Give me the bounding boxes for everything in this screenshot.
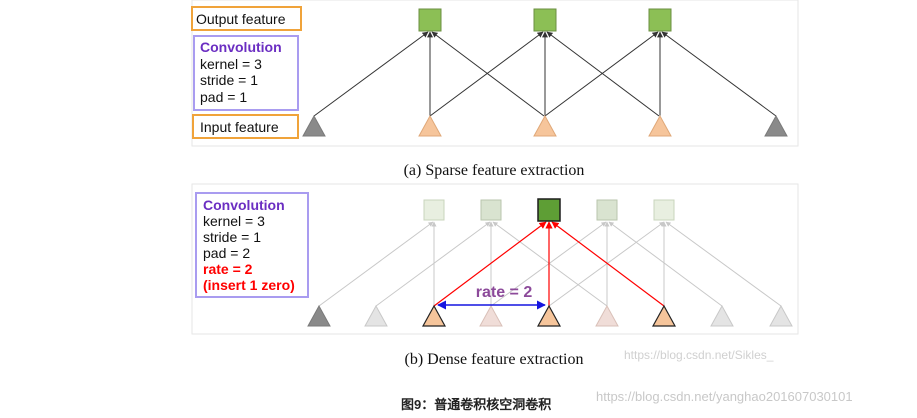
kernel-param-a: kernel = 3 [200, 56, 262, 72]
faded-connection-line [548, 221, 665, 307]
input-feature-label: Input feature [200, 119, 279, 135]
active-input-node [421, 304, 447, 327]
convolution-title-a: Convolution [200, 39, 282, 55]
convolution-box-a [193, 35, 299, 111]
faded-connection-line [375, 221, 491, 307]
padding-node [764, 114, 788, 137]
input-node [418, 114, 442, 137]
panel-a-connections [313, 31, 777, 117]
connection-line [429, 31, 544, 117]
connection-line [661, 31, 777, 117]
active-input-node [536, 304, 562, 327]
output-node [418, 8, 442, 32]
output-feature-label: Output feature [196, 11, 286, 27]
faded-input-node [479, 304, 503, 327]
padding-node [302, 114, 326, 137]
output-node [648, 8, 672, 32]
convolution-box-b [195, 192, 309, 298]
panel-b-watermark: https://blog.csdn.net/Sikles_ [624, 348, 774, 362]
faded-padding-node [769, 304, 793, 327]
kernel-param-b: kernel = 3 [203, 213, 265, 229]
active-connection-line [551, 221, 665, 307]
connection-line [546, 31, 660, 117]
connection-line [431, 31, 545, 117]
input-node [533, 114, 557, 137]
faded-connection-line [318, 221, 434, 307]
faded-padding-node [364, 304, 388, 327]
faded-output-node [423, 199, 445, 221]
connection-line [313, 31, 429, 117]
faded-output-node [480, 199, 502, 221]
faded-output-node [653, 199, 675, 221]
input-node [648, 114, 672, 137]
output-feature-box [191, 6, 302, 31]
padding-node [307, 304, 331, 327]
stride-param-b: stride = 1 [203, 229, 261, 245]
panel-b-faded-connections [318, 221, 782, 307]
figure-watermark: https://blog.csdn.net/yanghao20160703010… [596, 389, 853, 404]
connection-line [544, 31, 659, 117]
input-feature-box [192, 114, 299, 139]
panel-b-active-connections [433, 221, 665, 307]
insert-zero-note: (insert 1 zero) [203, 277, 295, 293]
faded-connection-line [492, 221, 608, 307]
faded-connection-line [665, 221, 782, 307]
pad-param-a: pad = 1 [200, 89, 247, 105]
active-connection-line [433, 221, 547, 307]
panel-b: rate = 2 Convolution kernel = 3 stride =… [191, 183, 799, 368]
rate-param-b: rate = 2 [203, 261, 253, 277]
active-output-node [537, 198, 561, 222]
panel-a: Output feature Convolution kernel = 3 st… [191, 0, 799, 179]
panel-b-caption: (b) Dense feature extraction [404, 351, 583, 368]
faded-input-node [595, 304, 619, 327]
output-node [533, 8, 557, 32]
rate-arrow-label: rate = 2 [476, 284, 533, 301]
faded-connection-line [608, 221, 723, 307]
faded-output-node [596, 199, 618, 221]
panel-a-caption: (a) Sparse feature extraction [404, 162, 585, 179]
active-input-node [651, 304, 677, 327]
pad-param-b: pad = 2 [203, 245, 250, 261]
stride-param-a: stride = 1 [200, 72, 258, 88]
convolution-title-b: Convolution [203, 197, 285, 213]
faded-padding-node [710, 304, 734, 327]
figure-caption: 图9：普通卷积核空洞卷积 [401, 397, 551, 412]
